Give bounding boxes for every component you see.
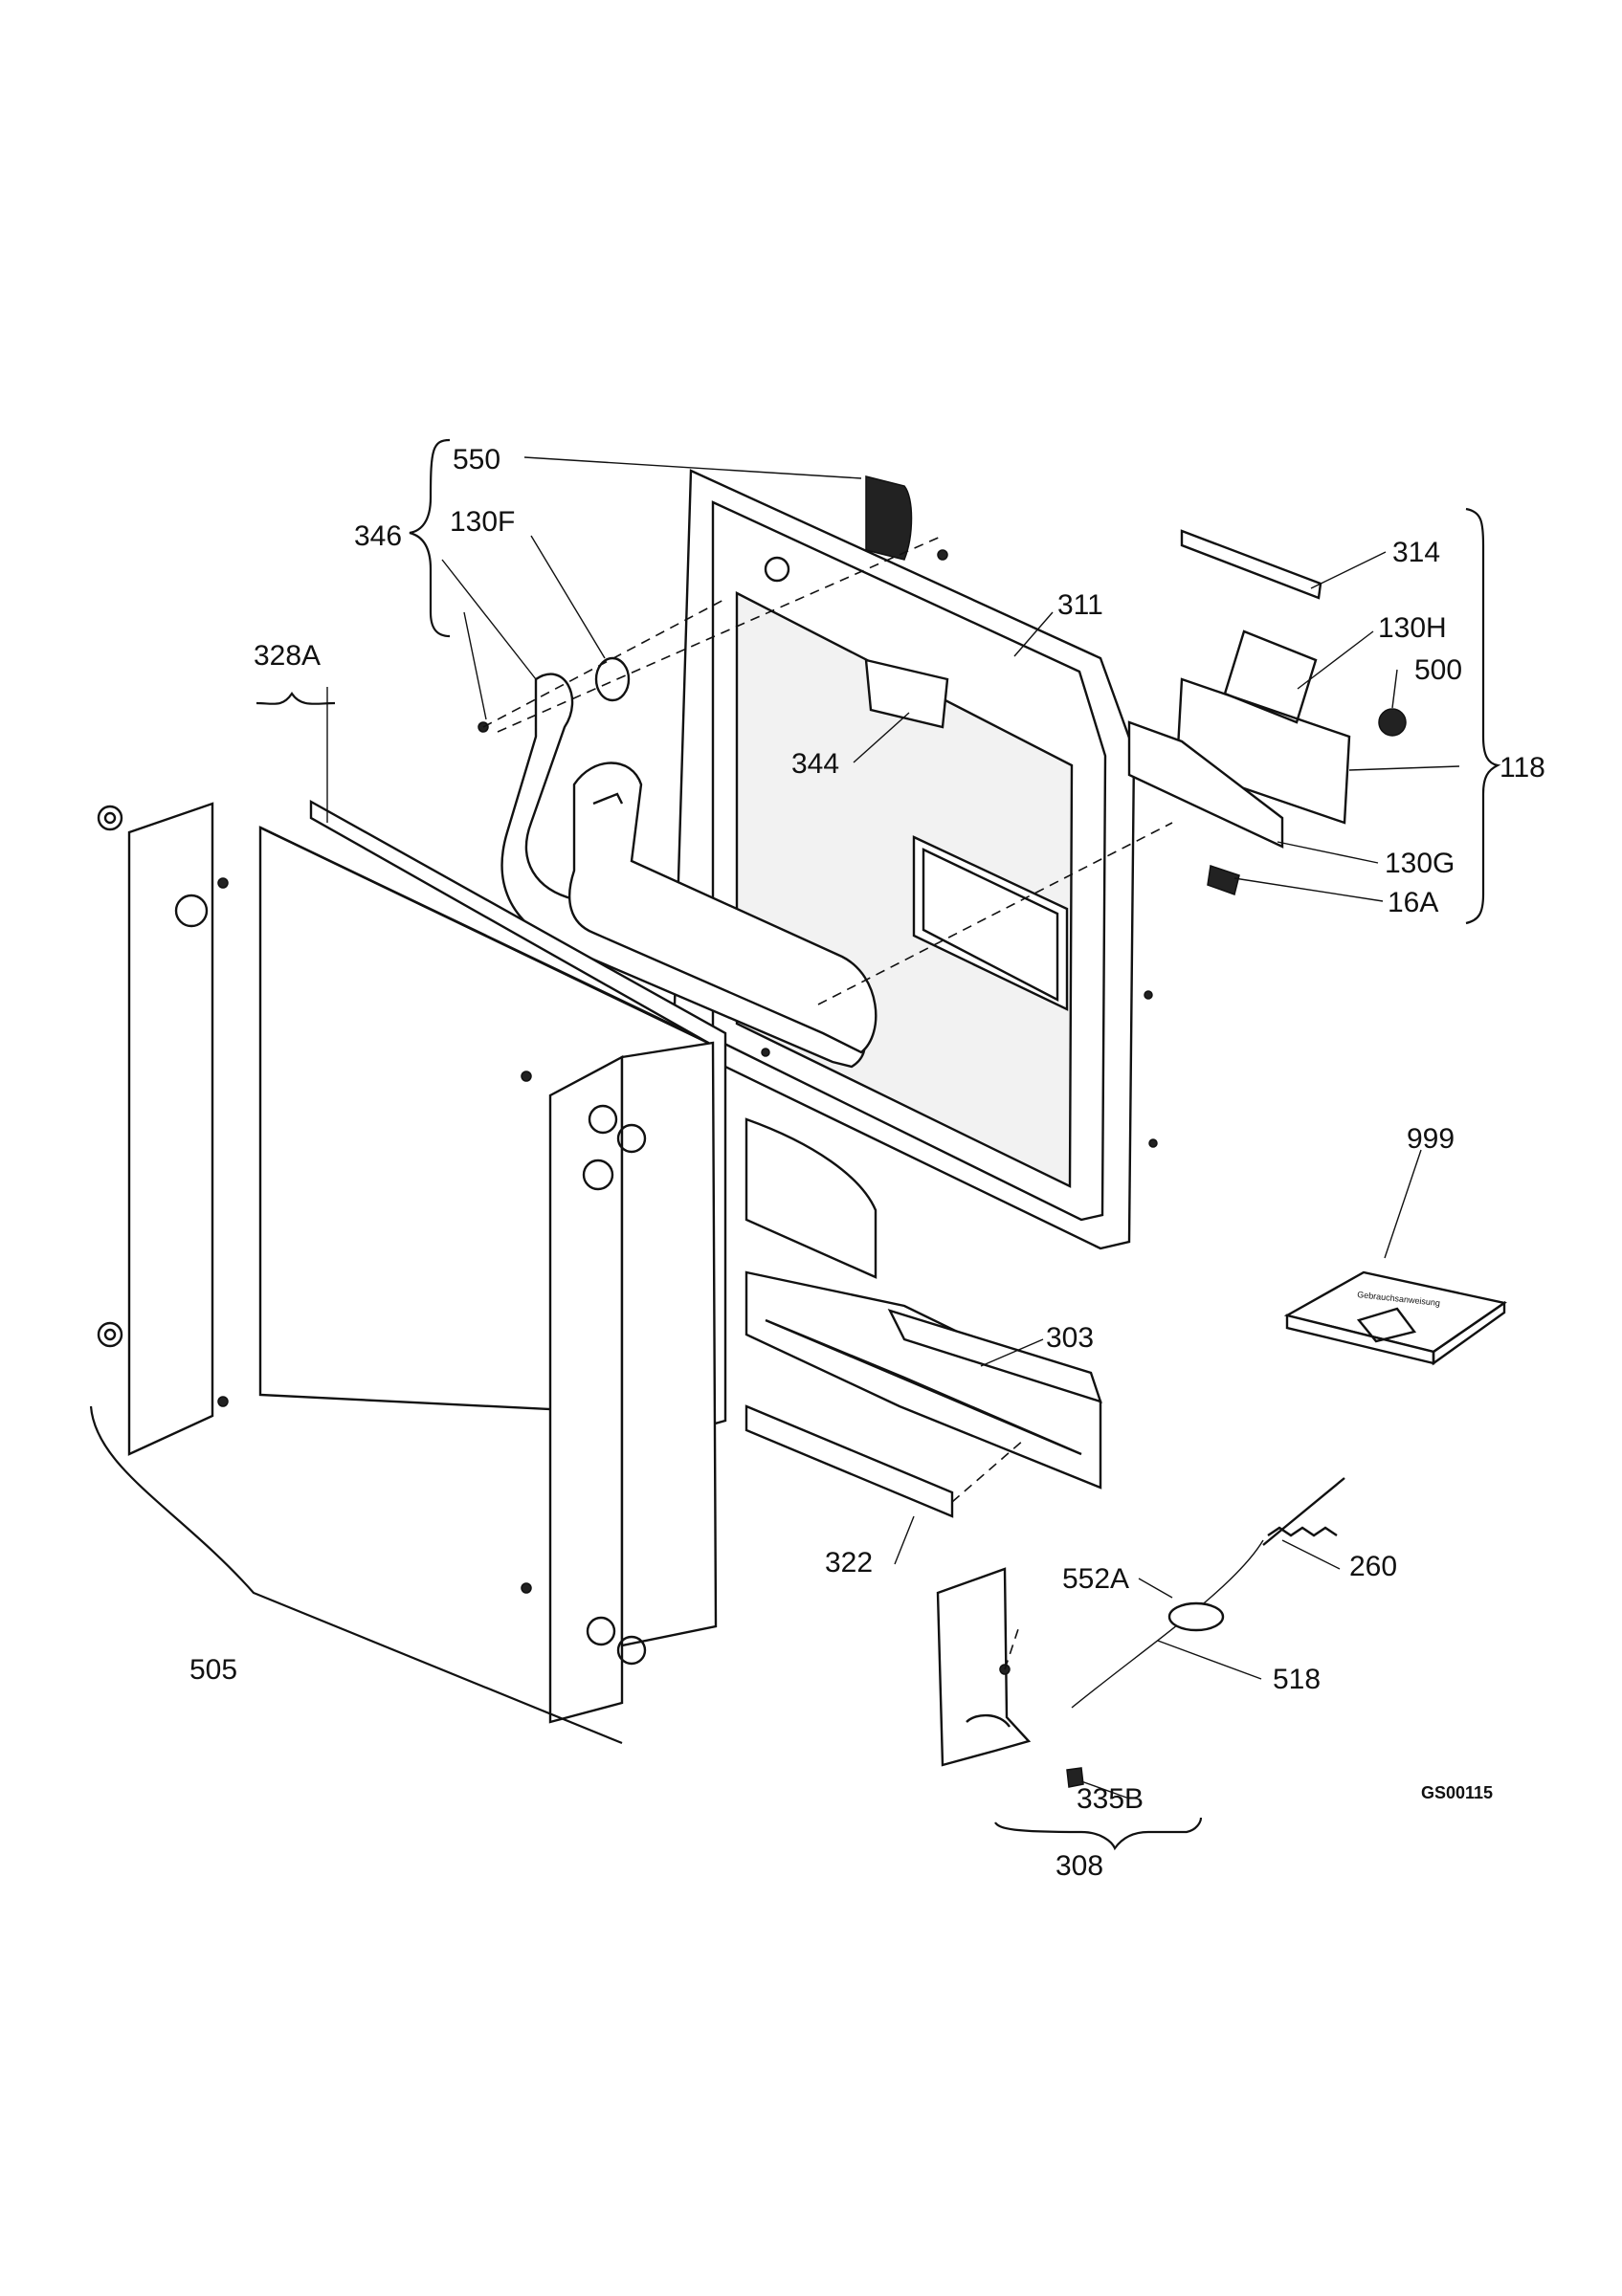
label-500: 500: [1414, 654, 1462, 686]
rails: [744, 1309, 1102, 1518]
label-322: 322: [825, 1547, 873, 1578]
assembly-lines: [482, 535, 1173, 1670]
lower-channel: [744, 1117, 1102, 1490]
label-118: 118: [1500, 752, 1545, 784]
label-999: 999: [1407, 1123, 1455, 1155]
label-335B: 335B: [1077, 1783, 1144, 1815]
inner-door-panel: [673, 469, 1136, 1250]
label-518: 518: [1273, 1664, 1321, 1695]
part-labels: 550 346 130F 328A 311 314 130H 500 118 3…: [189, 444, 1545, 1882]
label-314: 314: [1392, 537, 1440, 568]
spray-arm-hose: [500, 673, 878, 1069]
label-130G: 130G: [1385, 848, 1455, 879]
label-346: 346: [354, 520, 402, 552]
drawing-code: GS00115: [1421, 1783, 1493, 1802]
label-311: 311: [1057, 589, 1103, 621]
leader-lines: [326, 456, 1460, 1799]
label-303: 303: [1046, 1322, 1094, 1354]
label-505: 505: [189, 1654, 237, 1686]
label-260: 260: [1349, 1551, 1397, 1582]
label-328A: 328A: [254, 640, 321, 672]
small-parts: [217, 475, 1407, 1788]
label-130F: 130F: [450, 506, 515, 538]
label-16A: 16A: [1388, 887, 1438, 918]
label-308: 308: [1055, 1850, 1103, 1882]
manual-book: Gebrauchsanweisung: [1283, 1270, 1507, 1366]
hinge-bracket: [936, 1567, 1032, 1767]
label-130H: 130H: [1378, 612, 1447, 644]
brackets: [89, 438, 1501, 1851]
label-550: 550: [453, 444, 500, 475]
label-344: 344: [791, 748, 839, 780]
label-552A: 552A: [1062, 1563, 1129, 1595]
side-strips: [97, 802, 718, 1724]
